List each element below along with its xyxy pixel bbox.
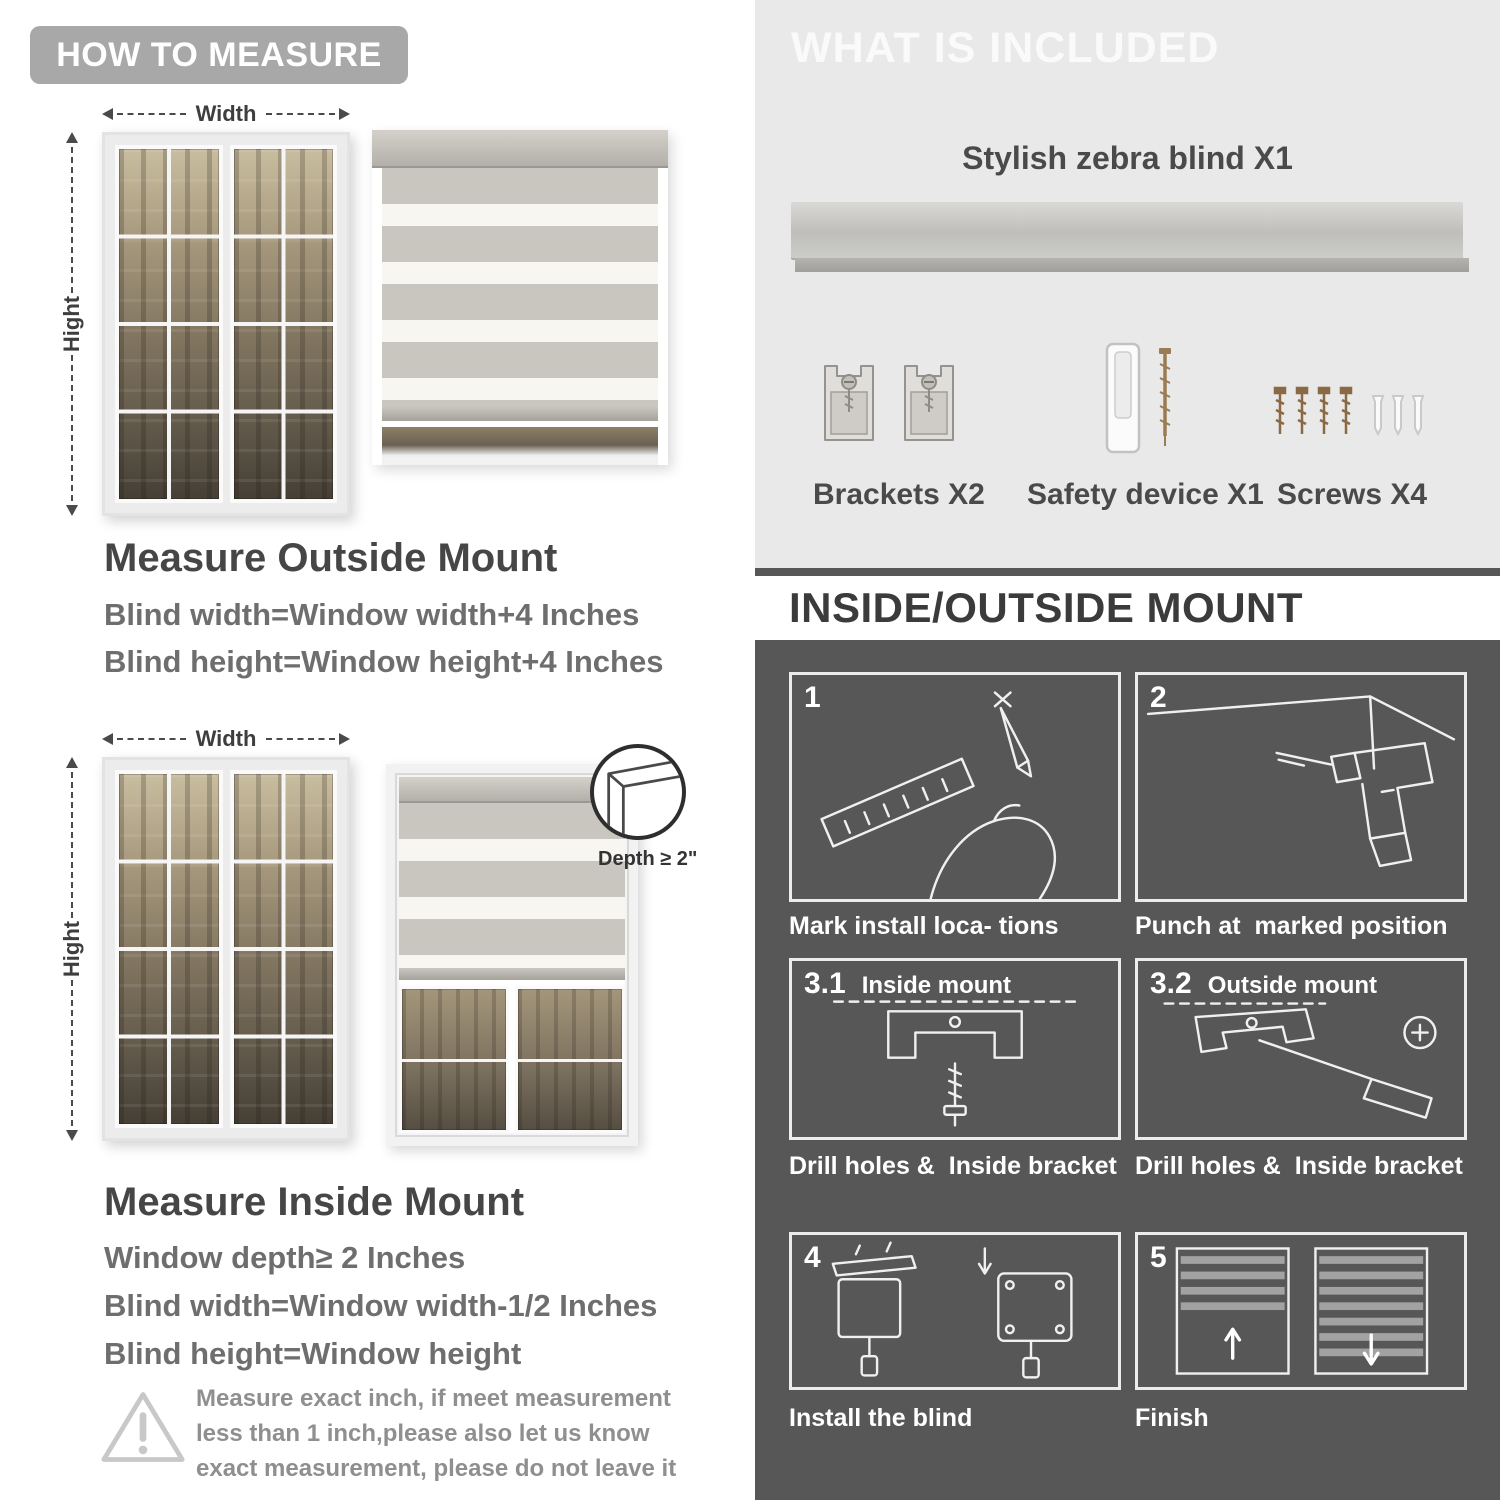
arrow-up-icon xyxy=(66,132,78,143)
window-pane xyxy=(399,985,509,1133)
height-label: Hight xyxy=(59,920,85,978)
step-caption-5: Finish xyxy=(1135,1404,1209,1432)
step-number: 3.2 xyxy=(1150,967,1192,1000)
step-panel-1: 1 xyxy=(789,672,1121,902)
step-panel-5: 5 xyxy=(1135,1232,1467,1390)
outside-rule-2: Blind height=Window height+4 Inches xyxy=(104,644,664,679)
step-panel-3-1: 3.1 Inside mount xyxy=(789,958,1121,1140)
step-number: 1 xyxy=(804,681,821,714)
inside-bracket-illustration xyxy=(832,1000,1078,1127)
drill-illustration xyxy=(1146,695,1456,868)
install-blind-illustration xyxy=(831,1241,1073,1379)
step-title: Outside mount xyxy=(1207,972,1378,999)
measurement-warning-text: Measure exact inch, if meet measurement … xyxy=(196,1385,677,1482)
warning-triangle-icon xyxy=(101,1392,185,1462)
mark-locations-illustration xyxy=(820,691,1056,899)
zebra-fabric xyxy=(382,168,658,406)
inside-rule-2: Blind width=Window width-1/2 Inches xyxy=(104,1288,658,1323)
inside-rule-1: Window depth≥ 2 Inches xyxy=(104,1240,466,1275)
zebra-fabric xyxy=(399,803,625,968)
window-photo-outside xyxy=(102,132,350,516)
depth-label: Depth ≥ 2" xyxy=(598,848,698,870)
inside-rule-3: Blind height=Window height xyxy=(104,1336,522,1371)
blind-cassette xyxy=(372,130,668,168)
step-panel-4: 4 xyxy=(789,1232,1121,1390)
step-number: 2 xyxy=(1150,681,1167,714)
height-label: Hight xyxy=(59,295,85,353)
width-arrow-inside: Width xyxy=(102,726,351,751)
step-caption-4: Install the blind xyxy=(789,1404,973,1432)
safety-device-icon xyxy=(1105,342,1171,454)
height-arrow-inside: Hight xyxy=(59,757,84,1141)
depth-detail-circle xyxy=(590,744,686,840)
step-title: Inside mount xyxy=(861,972,1012,999)
step-caption-3-2: Drill holes & Inside bracket xyxy=(1135,1152,1463,1180)
blind-item-label: Stylish zebra blind X1 xyxy=(962,140,1293,176)
step-panel-3-2: 3.2 Outside mount xyxy=(1135,958,1467,1140)
step-caption-2: Punch at marked position xyxy=(1135,912,1448,940)
arrow-right-icon xyxy=(339,733,351,745)
what-is-included-header: WHAT IS INCLUDED xyxy=(791,24,1220,72)
measure-inside-title: Measure Inside Mount xyxy=(104,1180,525,1224)
brackets-label: Brackets X2 xyxy=(813,478,985,511)
brackets-icon xyxy=(904,365,954,441)
window-sash xyxy=(115,145,223,503)
zebra-blind-headrail-illustration xyxy=(791,202,1469,272)
outside-rule-1: Blind width=Window width+4 Inches xyxy=(104,597,640,632)
blind-bottom-rail xyxy=(399,967,625,980)
safety-device-label: Safety device X1 xyxy=(1027,478,1264,511)
zebra-blind-inside-illustration xyxy=(386,764,638,1146)
brackets-icon xyxy=(824,365,874,441)
outside-bracket-illustration xyxy=(1163,1002,1437,1119)
step-panel-2: 2 xyxy=(1135,672,1467,902)
arrow-left-icon xyxy=(102,108,113,120)
how-to-measure-header: HOW TO MEASURE xyxy=(30,26,408,84)
step-caption-3-1: Drill holes & Inside bracket xyxy=(789,1152,1117,1180)
finished-blinds-illustration xyxy=(1175,1247,1429,1375)
window-photo-inside xyxy=(102,757,350,1141)
what-is-included-section: WHAT IS INCLUDED Stylish zebra blind X1 xyxy=(755,0,1500,568)
arrow-down-icon xyxy=(66,1130,78,1141)
step-caption-1: Mark install loca- tions xyxy=(789,912,1059,940)
window-sash xyxy=(229,145,337,503)
window-sash xyxy=(229,770,337,1128)
arrow-down-icon xyxy=(66,505,78,516)
step-number: 5 xyxy=(1150,1241,1167,1274)
measure-outside-title: Measure Outside Mount xyxy=(104,536,558,580)
window-behind-blind xyxy=(382,421,658,465)
mount-instructions-section: INSIDE/OUTSIDE MOUNT 1 2 xyxy=(755,568,1500,1500)
blind-bottom-rail xyxy=(382,406,658,421)
window-corner-detail-icon xyxy=(607,759,681,836)
blind-cassette xyxy=(399,777,625,803)
width-label: Width xyxy=(195,101,257,126)
width-arrow-outside: Width xyxy=(102,101,351,126)
width-label: Width xyxy=(195,726,257,751)
window-pane xyxy=(515,985,625,1133)
height-arrow-outside: Hight xyxy=(59,132,84,516)
arrow-right-icon xyxy=(339,108,351,120)
zebra-blind-outside-illustration xyxy=(372,130,668,465)
window-sash xyxy=(115,770,223,1128)
arrow-up-icon xyxy=(66,757,78,768)
step-number: 3.1 xyxy=(804,967,846,1000)
step-number: 4 xyxy=(804,1241,821,1274)
screws-label: Screws X4 xyxy=(1277,478,1428,511)
screws-icon xyxy=(1273,386,1425,437)
arrow-left-icon xyxy=(102,733,113,745)
mount-section-header: INSIDE/OUTSIDE MOUNT xyxy=(755,576,1500,640)
